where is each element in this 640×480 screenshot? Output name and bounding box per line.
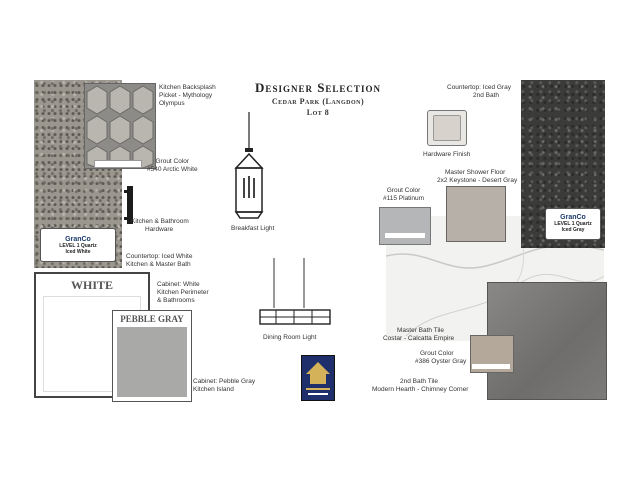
granco-badge-left: GranCo LEVEL 1 Quartz Iced White bbox=[40, 228, 116, 262]
dining-light-linear bbox=[259, 258, 331, 325]
label-dining-light: Dining Room Light bbox=[263, 334, 317, 341]
quality-builder-badge bbox=[301, 355, 335, 401]
page-title: Designer Selection bbox=[255, 80, 381, 95]
cabinet-pebble-gray-swatch: PEBBLE GRAY bbox=[112, 310, 192, 402]
granco-level: LEVEL 1 Quartz bbox=[554, 221, 592, 227]
grout-oyster-tag bbox=[472, 364, 510, 369]
label-grout-platinum: Grout Color#115 Platinum bbox=[383, 187, 425, 202]
label-hardware-finish: Hardware Finish bbox=[423, 151, 471, 158]
grout-platinum-tag bbox=[385, 233, 425, 238]
granco-logo: GranCo bbox=[65, 236, 91, 243]
pebble-swatch-label: PEBBLE GRAY bbox=[120, 314, 184, 324]
backsplash-tile-sample bbox=[84, 83, 156, 169]
granco-badge-right: GranCo LEVEL 1 Quartz Iced Gray bbox=[545, 208, 601, 240]
pull-post-top bbox=[124, 190, 128, 193]
grout-arctic-white-chip bbox=[94, 160, 142, 168]
cabinet-pull-hardware bbox=[127, 186, 133, 224]
pebble-gray-color bbox=[117, 327, 187, 397]
label-grout-arctic-white: Grout Color#540 Arctic White bbox=[147, 158, 198, 173]
hardware-finish-color bbox=[433, 115, 461, 141]
granco-level: LEVEL 1 Quartz bbox=[59, 243, 97, 249]
hardware-finish-chip bbox=[427, 110, 467, 146]
shower-floor-desert-gray-sample bbox=[446, 186, 506, 242]
picket-tile-pattern bbox=[86, 85, 154, 169]
grout-platinum-chip bbox=[379, 207, 431, 245]
quality-badge-emblem bbox=[306, 362, 330, 395]
lot-number: Lot 8 bbox=[306, 108, 330, 117]
granco-logo: GranCo bbox=[560, 214, 586, 221]
label-grout-oyster: Grout Color#386 Oyster Gray bbox=[415, 350, 467, 365]
breakfast-light-lantern bbox=[234, 112, 264, 219]
label-breakfast-light: Breakfast Light bbox=[231, 225, 275, 232]
white-swatch-label: WHITE bbox=[70, 278, 113, 292]
community-name: Cedar Park (Langdon) bbox=[271, 97, 365, 106]
granco-color: Iced Gray bbox=[561, 227, 585, 233]
pull-post-bottom bbox=[124, 217, 128, 220]
granco-color: Iced White bbox=[65, 249, 91, 255]
